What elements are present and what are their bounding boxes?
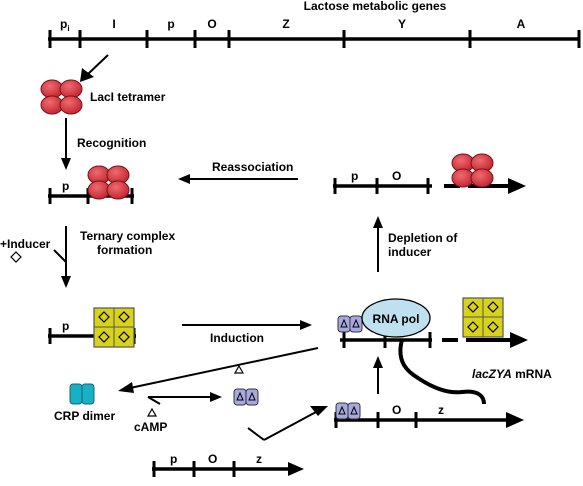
operon-crp-bound: O z: [334, 402, 524, 428]
arrow-to-transcription: [373, 356, 383, 394]
camp-label: cAMP: [134, 420, 167, 434]
promoter-label-5: p: [170, 452, 177, 466]
operator-bound-repressor: p: [48, 165, 134, 204]
depletion-label-1: Depletion of: [388, 231, 458, 245]
gene-label-a: A: [517, 17, 526, 31]
operator-label-4: O: [392, 403, 401, 417]
gene-label-i: I: [112, 17, 115, 31]
operator-right-depleted: p O: [333, 169, 526, 194]
promoter-label-1: p: [62, 179, 69, 193]
mrna-strand: [398, 339, 486, 405]
depletion-label-2: inducer: [388, 245, 432, 259]
operon-bottom: p O z: [152, 452, 304, 477]
arrow-depletion: [373, 216, 383, 272]
inducer-diamond-icon: [10, 251, 22, 263]
camp-crp-complex-shape: [233, 388, 259, 406]
diagram-title: Lactose metabolic genes: [304, 0, 447, 13]
induction-label: Induction: [210, 331, 264, 345]
gene-label-pi: pi: [60, 17, 70, 33]
arrow-induction: [182, 320, 312, 330]
rna-polymerase-shape: [361, 298, 431, 338]
arrow-ternary-complex: [53, 226, 71, 288]
crp-dimer-label: CRP dimer: [54, 409, 115, 423]
operator-inducer-complex: p: [48, 307, 136, 348]
arrow-recognition: [61, 118, 71, 170]
gene-label-z: Z: [282, 17, 289, 31]
mrna-label: lacZYA mRNA: [472, 367, 552, 381]
recognition-label: Recognition: [77, 136, 146, 150]
laci-tetramer-label: LacI tetramer: [90, 90, 166, 104]
laci-tetramer-shape: [40, 79, 83, 115]
top-gene-map: pi I p O Z Y A: [48, 17, 581, 48]
arrow-reassociation: [178, 174, 298, 184]
operator-label-2: O: [392, 169, 401, 183]
rna-pol-label: RNA pol: [373, 312, 420, 326]
crp-dimer-shape: [69, 383, 95, 405]
plus-inducer-label: +Inducer: [0, 237, 51, 251]
camp-triangle-icon: [233, 364, 245, 374]
gene-label-p: p: [167, 17, 174, 31]
arrow-gene-to-laci: [80, 54, 109, 82]
arrow-crp-binding: [247, 406, 328, 441]
laci-released-shape: [451, 153, 494, 188]
active-transcription: [337, 315, 528, 348]
arrow-to-crp: [118, 347, 319, 393]
gene-z-label-5: z: [256, 452, 262, 466]
gene-label-o: O: [207, 17, 216, 31]
reassociation-label: Reassociation: [212, 160, 293, 174]
ternary-label-2: formation: [97, 243, 152, 257]
gene-label-y: Y: [398, 17, 406, 31]
ternary-label-1: Ternary complex: [80, 229, 175, 243]
gene-z-label-4: z: [438, 403, 444, 417]
promoter-label-3: p: [62, 319, 69, 333]
operator-label-5: O: [208, 452, 217, 466]
promoter-label-2: p: [351, 169, 358, 183]
arrow-camp: [147, 392, 222, 405]
repressor-released-inducer: [462, 297, 504, 338]
camp-input-icon: [146, 407, 158, 417]
